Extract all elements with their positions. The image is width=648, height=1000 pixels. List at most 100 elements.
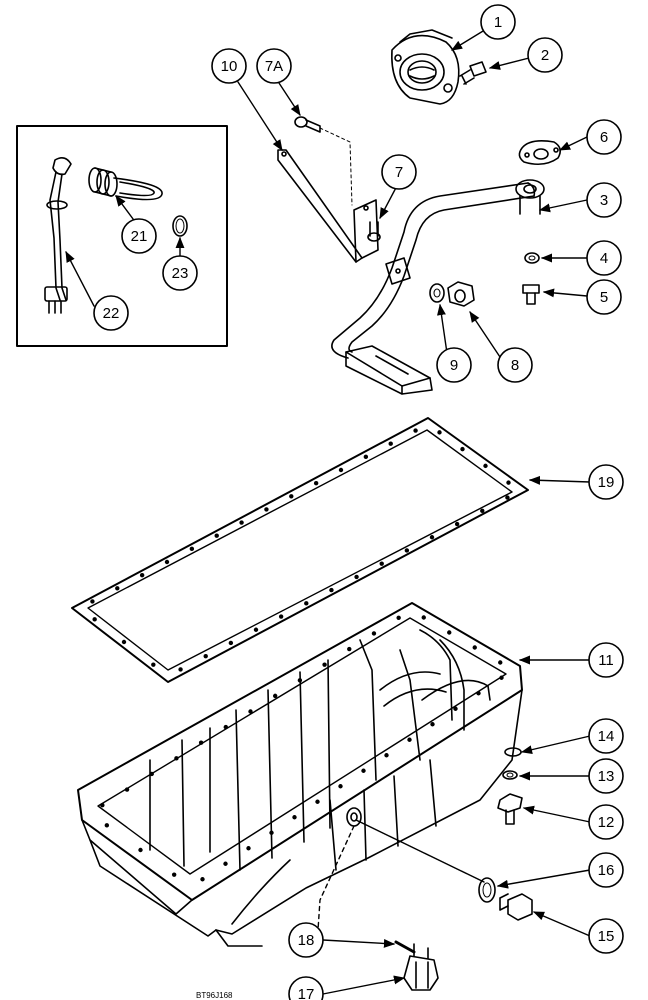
callout-7a: 7A: [256, 48, 292, 84]
bolt-hole: [198, 740, 204, 745]
svg-text:12: 12: [598, 814, 615, 831]
bolt-hole: [228, 640, 234, 646]
bolt-hole: [272, 693, 278, 699]
bolt-hole: [149, 771, 154, 777]
callout-22: 22: [93, 295, 129, 331]
callout-7: 7: [381, 154, 417, 190]
svg-text:13: 13: [598, 768, 615, 785]
gasket-6: [518, 140, 562, 166]
bolt-hole: [278, 614, 284, 619]
oil-pump-1: [391, 29, 460, 105]
callout-13: 13: [588, 758, 624, 794]
svg-text:22: 22: [103, 305, 120, 322]
drain-plug-15: [499, 893, 533, 921]
bolt-hole: [214, 533, 219, 538]
bolt-hole: [174, 756, 179, 761]
leader-lines: [65, 27, 591, 995]
bolt-hole: [203, 653, 208, 659]
bolt-hole: [223, 724, 229, 730]
bracket-10: [277, 149, 379, 263]
svg-text:7A: 7A: [265, 58, 283, 75]
svg-text:19: 19: [598, 474, 615, 491]
callout-5: 5: [586, 279, 622, 315]
bolt-hole: [338, 467, 344, 473]
bolt-hole: [505, 495, 510, 500]
bolt-hole: [472, 645, 477, 650]
oil-pan-gasket-19: [71, 417, 529, 683]
callout-21: 21: [121, 218, 157, 254]
bolt-hole: [92, 617, 97, 622]
bolt-hole: [388, 441, 393, 446]
callout-19: 19: [588, 464, 624, 500]
bolt-hole: [338, 784, 343, 789]
bolt-hole: [289, 494, 294, 499]
level-sensor-21: [88, 167, 163, 201]
bolt-hole: [200, 877, 205, 882]
bolt-hole: [429, 535, 435, 540]
svg-text:18: 18: [298, 932, 315, 949]
bolt-hole: [384, 753, 389, 758]
washer-9: [429, 283, 445, 303]
callout-6: 6: [586, 119, 622, 155]
svg-text:1: 1: [494, 14, 502, 31]
bolt-hole: [430, 722, 435, 727]
svg-text:5: 5: [600, 289, 608, 306]
bolt-hole: [164, 559, 170, 565]
callout-17: 17: [288, 976, 324, 1000]
bolt-hole: [151, 662, 156, 667]
bolt-hole: [248, 709, 253, 714]
callout-3: 3: [586, 182, 622, 218]
bolt-hole: [104, 823, 110, 828]
bolt-hole: [396, 615, 401, 621]
svg-text:16: 16: [598, 862, 615, 879]
bolt-hole: [139, 572, 145, 578]
bolt-hole: [297, 678, 303, 683]
bolt-hole: [269, 830, 274, 835]
bolt-hole: [506, 480, 511, 485]
callout-12: 12: [588, 804, 624, 840]
callout-16: 16: [588, 852, 624, 888]
bolt-hole: [421, 615, 426, 620]
bolt-hole: [100, 802, 105, 808]
svg-text:10: 10: [221, 58, 238, 75]
bolt-hole: [189, 546, 195, 552]
bolt-hole: [304, 601, 309, 606]
bolt-hole: [138, 847, 143, 853]
bolt-hole: [483, 463, 488, 469]
svg-text:2: 2: [541, 47, 549, 64]
svg-text:21: 21: [131, 228, 148, 245]
bolt-hole: [447, 630, 452, 635]
bolt-hole: [404, 548, 410, 553]
svg-text:8: 8: [511, 357, 519, 374]
callout-1: 1: [480, 4, 516, 40]
svg-text:4: 4: [600, 250, 608, 267]
bolt-hole: [454, 521, 460, 527]
oil-pan-11: [77, 602, 523, 947]
bolt-hole: [329, 587, 334, 593]
svg-text:11: 11: [598, 652, 614, 669]
bolt-hole: [115, 586, 120, 591]
callout-14: 14: [588, 718, 624, 754]
drain-gasket-16: [478, 877, 496, 903]
callout-2: 2: [527, 37, 563, 73]
washer-13: [502, 770, 518, 780]
svg-text:17: 17: [298, 986, 315, 1000]
bolt-hole: [407, 737, 412, 742]
bolt-hole: [246, 846, 251, 851]
callout-8: 8: [497, 347, 533, 383]
bolt-hole: [476, 691, 481, 696]
bolt-7a: [294, 116, 353, 206]
bolt-hole: [437, 430, 442, 435]
bolt-5: [522, 284, 540, 305]
bolt-hole: [498, 660, 503, 665]
bolt-hole: [363, 454, 369, 460]
svg-text:15: 15: [598, 928, 615, 945]
bolt-hole: [347, 646, 352, 652]
bolt-7: [367, 221, 381, 242]
bolt-hole: [253, 627, 259, 632]
svg-text:3: 3: [600, 192, 608, 209]
callout-9: 9: [436, 347, 472, 383]
bolt-hole: [453, 706, 458, 711]
bolt-hole: [379, 561, 384, 566]
